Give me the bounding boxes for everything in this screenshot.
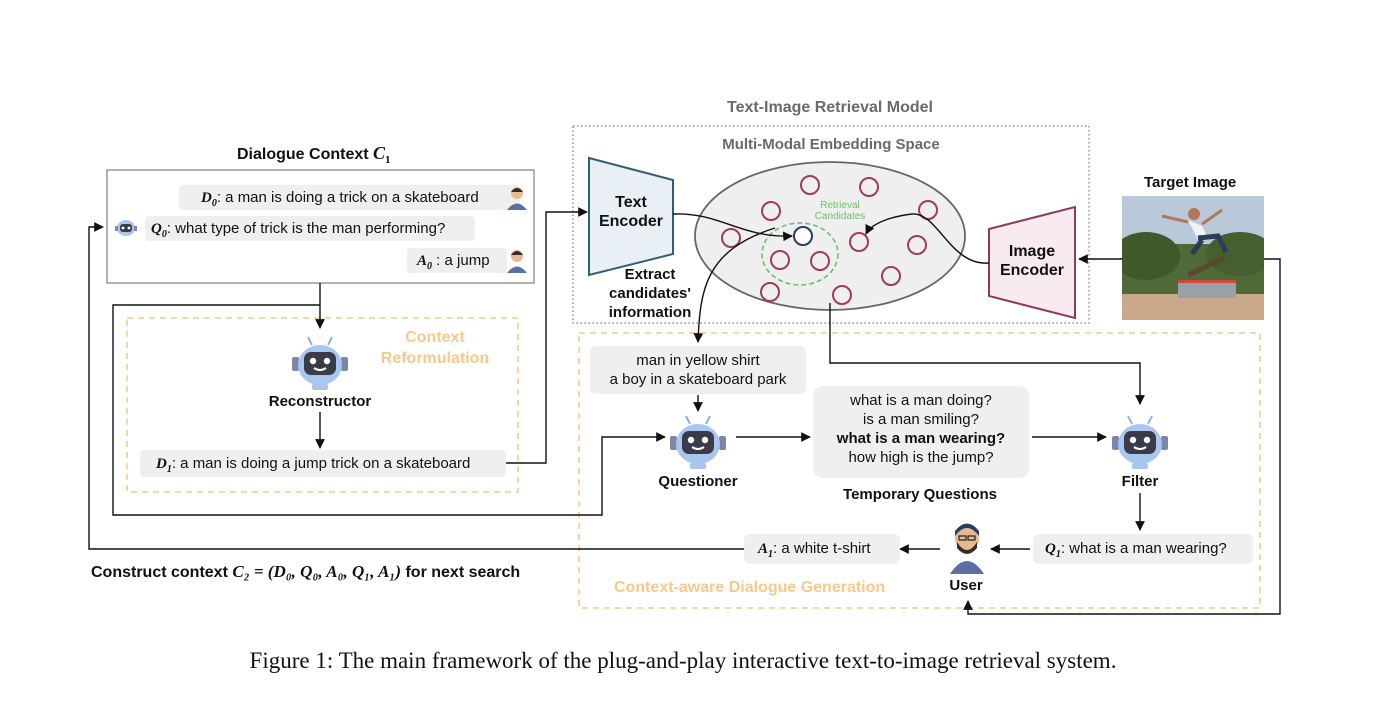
user-label: User [949, 577, 983, 594]
user-avatar-icon [950, 523, 984, 574]
robot-avatar-icon [115, 220, 137, 236]
target-image [1122, 196, 1264, 320]
questioner-robot-icon [670, 415, 726, 469]
dialogue-generation-box [578, 332, 1261, 609]
dialogue-context-title: Dialogue Context C1 [237, 143, 391, 167]
user-avatar-icon [507, 187, 527, 210]
reconstructor-robot-icon [292, 336, 348, 390]
reformulated-d1: D1: a man is doing a jump trick on a ska… [140, 450, 506, 477]
construct-context-text: Construct context C₂ = (D₀, Q₀, A₀, Q₁, … [91, 562, 521, 581]
context-reformulation-label: Context Reformulation [380, 329, 490, 367]
image-encoder-shape [988, 205, 1076, 320]
embedding-points [721, 175, 938, 305]
figure-caption: Figure 1: The main framework of the plug… [249, 648, 1117, 673]
candidates-info-box: man in yellow shirt a boy in a skateboar… [590, 346, 806, 394]
dialogue-q0: Q0: what type of trick is the man perfor… [145, 216, 475, 241]
answer-a1: A1: a white t-shirt [744, 534, 900, 564]
temporary-question-selected: what is a man wearing? [836, 430, 1006, 447]
filter-label: Filter [1121, 473, 1159, 490]
dialogue-a0: A0 : a jump [407, 248, 507, 273]
text-encoder-shape [588, 156, 674, 277]
query-point [793, 226, 813, 246]
extract-candidates-label: Extract candidates' information [608, 266, 692, 321]
retrieval-candidates-label: Retrieval Candidates [814, 200, 866, 222]
question-q1: Q1: what is a man wearing? [1033, 534, 1253, 564]
reconstructor-label: Reconstructor [268, 393, 372, 410]
context-reformulation-box [126, 317, 519, 493]
target-image-title: Target Image [1144, 174, 1237, 191]
temporary-question: what is a man doing? [850, 392, 992, 409]
questioner-label: Questioner [658, 473, 738, 490]
retrieval-model-title: Text-Image Retrieval Model [727, 99, 933, 116]
dialogue-d0: D0: a man is doing a trick on a skateboa… [179, 185, 520, 210]
retrieval-candidates-ellipse [761, 222, 839, 286]
filter-robot-icon [1112, 415, 1168, 469]
temporary-question: how high is the jump? [848, 449, 994, 466]
temporary-questions-box: what is a man doing? is a man smiling? w… [813, 386, 1029, 478]
temporary-questions-label: Temporary Questions [843, 486, 997, 503]
embedding-space-title: Multi-Modal Embedding Space [722, 136, 940, 153]
image-encoder-label: Image Encoder [999, 243, 1064, 279]
user-avatar-icon [507, 250, 527, 273]
temporary-question: is a man smiling? [863, 411, 979, 428]
dialogue-generation-label: Context-aware Dialogue Generation [614, 579, 886, 596]
text-encoder-label: Text Encoder [598, 194, 663, 230]
